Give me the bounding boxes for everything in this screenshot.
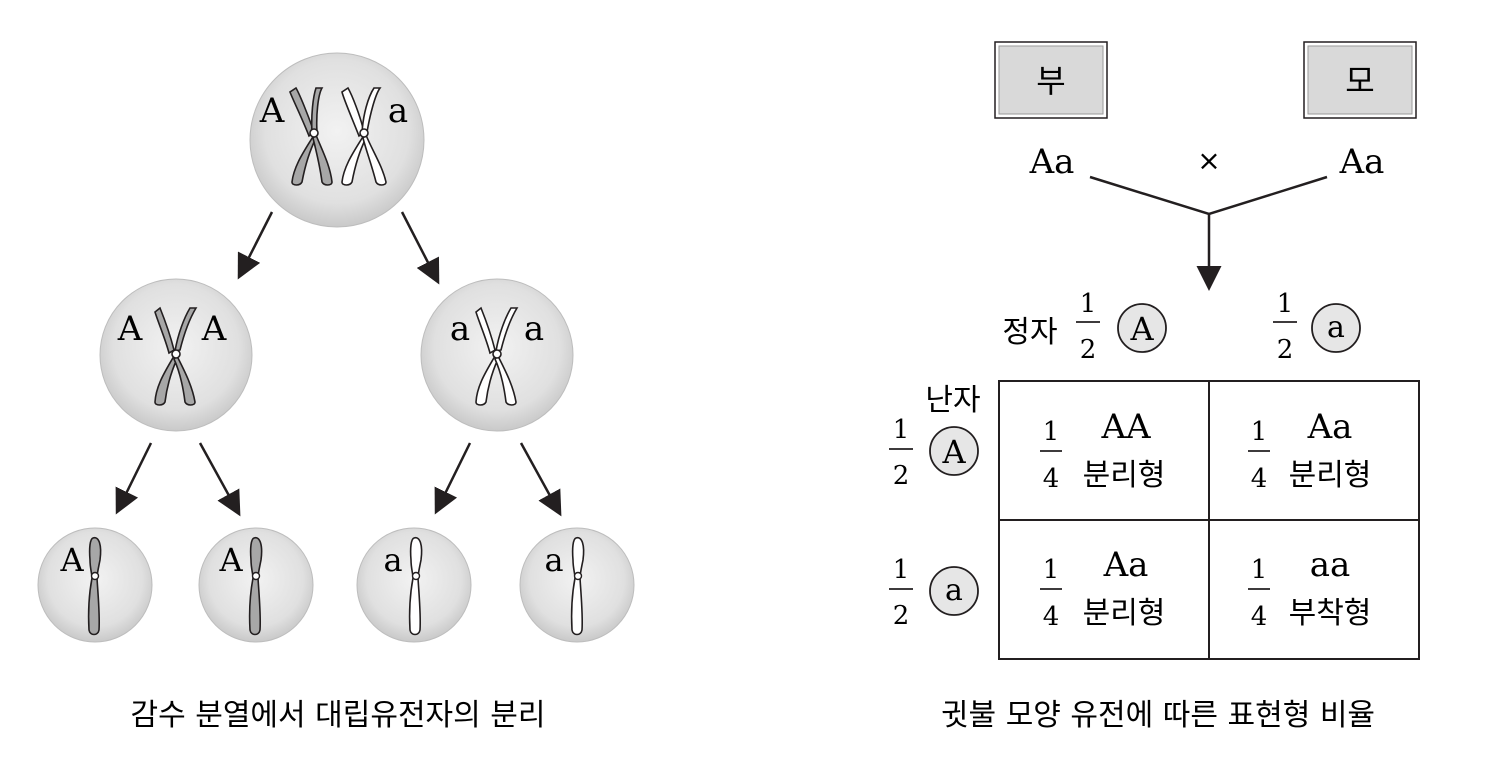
sperm-label: 정자 xyxy=(1002,315,1057,350)
genotype: AA xyxy=(1100,407,1151,447)
gamete-3-allele: a xyxy=(383,541,402,579)
gamete-cell-2: A xyxy=(198,527,314,643)
svg-text:1: 1 xyxy=(1043,417,1060,447)
arrow-to-gamete-1 xyxy=(115,442,153,515)
right-cell-right-allele: a xyxy=(524,309,544,349)
svg-text:4: 4 xyxy=(1043,464,1060,494)
egg-A-allele-circle: A xyxy=(929,426,979,476)
arrow-to-gamete-3 xyxy=(434,442,472,515)
chromosome-light xyxy=(408,536,423,636)
svg-text:1: 1 xyxy=(1277,289,1294,319)
father-genotype: Aa xyxy=(1029,142,1075,182)
arrow-to-right-cell xyxy=(400,211,440,285)
meiosis-caption: 감수 분열에서 대립유전자의 분리 xyxy=(130,698,545,733)
egg-a-fraction: 1 2 xyxy=(889,555,913,631)
chromosome-light xyxy=(570,536,585,636)
genotype: aa xyxy=(1310,545,1351,585)
gamete-cell-4: a xyxy=(519,527,635,643)
svg-text:1: 1 xyxy=(893,555,910,585)
punnett-cell-Aa-top: 1 4 Aa 분리형 xyxy=(1248,407,1371,494)
father-label: 부 xyxy=(1036,62,1065,100)
svg-text:1: 1 xyxy=(1251,555,1268,585)
punnett-cell-Aa-bottom: 1 4 Aa 분리형 xyxy=(1040,545,1165,632)
genotype: Aa xyxy=(1307,407,1353,447)
svg-text:A: A xyxy=(941,433,966,471)
cross-symbol: × xyxy=(1197,144,1220,177)
svg-text:4: 4 xyxy=(1251,602,1268,632)
cross-caption: 귓불 모양 유전에 따른 표현형 비율 xyxy=(941,698,1375,733)
cross-lines xyxy=(1089,175,1328,216)
svg-text:a: a xyxy=(945,573,963,608)
mother-genotype: Aa xyxy=(1339,142,1385,182)
egg-A-fraction: 1 2 xyxy=(889,415,913,491)
sperm-A-fraction: 1 2 xyxy=(1076,289,1100,365)
svg-text:4: 4 xyxy=(1043,602,1060,632)
gamete-cell-3: a xyxy=(356,527,472,643)
left-cell-left-allele: A xyxy=(117,309,143,349)
father-box: 부 xyxy=(994,41,1108,119)
right-cell-left-allele: a xyxy=(450,309,470,349)
cross-panel: 부 모 Aa Aa × 정자 1 2 A 1 2 a xyxy=(889,41,1420,733)
svg-text:2: 2 xyxy=(893,601,910,631)
svg-text:2: 2 xyxy=(1080,335,1097,365)
svg-text:a: a xyxy=(1327,310,1345,345)
svg-text:1: 1 xyxy=(1080,289,1097,319)
sperm-a-allele-circle: a xyxy=(1311,303,1361,353)
arrow-to-left-cell xyxy=(237,211,274,280)
svg-text:1: 1 xyxy=(893,415,910,445)
phenotype: 분리형 xyxy=(1083,458,1166,493)
top-cell-right-allele: a xyxy=(388,91,408,131)
svg-text:1: 1 xyxy=(1251,417,1268,447)
svg-text:2: 2 xyxy=(893,461,910,491)
mother-box: 모 xyxy=(1303,41,1417,119)
chromosome-light xyxy=(475,306,519,406)
svg-text:4: 4 xyxy=(1251,464,1268,494)
svg-text:1: 1 xyxy=(1043,555,1060,585)
egg-a-allele-circle: a xyxy=(929,566,979,616)
phenotype: 분리형 xyxy=(1083,596,1166,631)
svg-text:A: A xyxy=(1129,310,1154,348)
parent-cell xyxy=(249,52,425,228)
gamete-cell-1: A xyxy=(37,527,153,643)
top-cell-left-allele: A xyxy=(259,91,285,131)
arrow-to-gamete-4 xyxy=(519,442,562,517)
phenotype: 분리형 xyxy=(1289,458,1372,493)
chromosome-dark xyxy=(87,536,102,636)
mother-label: 모 xyxy=(1345,62,1374,100)
chromosome-dark xyxy=(154,306,198,406)
meiosis-panel: A a A A a a xyxy=(37,52,635,733)
homologous-chromosome-dark xyxy=(289,86,333,186)
sperm-A-allele-circle: A xyxy=(1117,303,1167,353)
gamete-2-allele: A xyxy=(218,541,243,579)
gamete-4-allele: a xyxy=(544,541,563,579)
punnett-cell-AA: 1 4 AA 분리형 xyxy=(1040,407,1165,494)
genotype: Aa xyxy=(1103,545,1149,585)
gamete-1-allele: A xyxy=(59,541,84,579)
phenotype: 부착형 xyxy=(1289,596,1372,631)
left-cell-right-allele: A xyxy=(201,309,227,349)
punnett-cell-aa: 1 4 aa 부착형 xyxy=(1248,545,1371,632)
arrow-to-gamete-2 xyxy=(198,442,241,517)
punnett-square: 1 4 AA 분리형 1 4 Aa 분리형 1 4 Aa 분리형 xyxy=(998,380,1420,660)
egg-label: 난자 xyxy=(925,383,980,418)
svg-text:2: 2 xyxy=(1277,335,1294,365)
sperm-a-fraction: 1 2 xyxy=(1273,289,1297,365)
chromosome-dark xyxy=(248,536,263,636)
homologous-chromosome-light xyxy=(341,86,387,186)
